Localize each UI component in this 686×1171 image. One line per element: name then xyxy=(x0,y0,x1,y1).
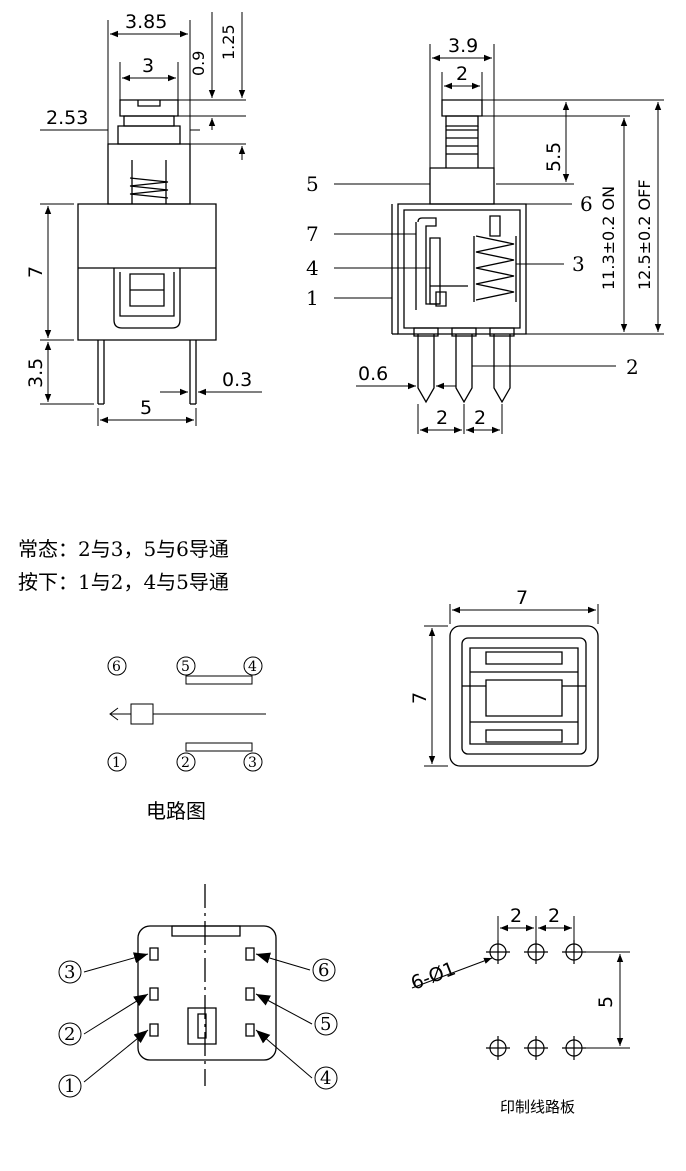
dim-11-3-on: 11.3±0.2 ON xyxy=(599,186,618,290)
front-view-labels: 3.85 3 0.9 1.25 2.53 7 3.5 5 0.3 xyxy=(25,11,252,419)
dim-2-button: 2 xyxy=(456,63,468,85)
dim-12-5-off: 12.5±0.2 OFF xyxy=(635,179,654,290)
pcb-footprint xyxy=(486,940,586,1060)
circuit-labels: 6 5 4 1 2 3 电路图 xyxy=(112,659,257,823)
dim-2-pitch-b: 2 xyxy=(474,407,486,429)
circuit-pin-6: 6 xyxy=(112,659,121,675)
dim-3-5: 3.5 xyxy=(25,358,47,388)
dim-3-85: 3.85 xyxy=(125,11,167,33)
bottom-pin-5: 5 xyxy=(320,1014,331,1035)
dim-0-9: 0.9 xyxy=(189,51,208,76)
dim-0-6: 0.6 xyxy=(358,363,388,385)
dim-0-3: 0.3 xyxy=(222,369,252,391)
bottom-pin-6: 6 xyxy=(318,960,329,981)
bottom-view-leaders xyxy=(59,952,337,1097)
side-view xyxy=(392,100,526,402)
callout-7: 7 xyxy=(306,222,319,246)
callout-1: 1 xyxy=(306,286,319,310)
callout-2: 2 xyxy=(626,355,639,379)
callout-3: 3 xyxy=(572,252,585,276)
note-normal-state: 常态：2与3，5与6导通 xyxy=(18,537,229,561)
circuit-pin-2: 2 xyxy=(181,755,190,771)
top-view-height: 7 xyxy=(409,692,431,704)
side-view-dimensions xyxy=(334,44,664,434)
bottom-pin-2: 2 xyxy=(64,1024,75,1045)
pcb-caption: 印制线路板 xyxy=(500,1098,575,1116)
dim-5: 5 xyxy=(140,397,152,419)
callout-4: 4 xyxy=(306,256,319,280)
side-view-labels: 3.9 2 5.5 11.3±0.2 ON 12.5±0.2 OFF 0.6 2… xyxy=(306,35,654,429)
top-view-width: 7 xyxy=(516,587,528,609)
bottom-view xyxy=(138,884,276,1086)
bottom-view-labels: 3 2 1 6 5 4 xyxy=(64,960,331,1097)
bottom-pin-4: 4 xyxy=(320,1068,331,1089)
callout-6: 6 xyxy=(580,192,593,216)
circuit-pin-1: 1 xyxy=(112,755,121,771)
pcb-hole-spec: 6-Ø1 xyxy=(408,958,459,995)
pcb-dimensions xyxy=(412,916,630,1048)
circuit-diagram xyxy=(108,657,266,771)
dim-3: 3 xyxy=(142,55,154,77)
pcb-pitch-b: 2 xyxy=(548,905,560,927)
circuit-pin-3: 3 xyxy=(248,755,257,771)
bottom-pin-1: 1 xyxy=(64,1076,75,1097)
front-view-dimensions xyxy=(40,12,262,426)
circuit-pin-4: 4 xyxy=(248,659,257,675)
dim-3-9: 3.9 xyxy=(448,35,478,57)
pcb-row-spacing: 5 xyxy=(595,996,617,1008)
top-view xyxy=(450,626,598,766)
note-pressed-state: 按下：1与2，4与5导通 xyxy=(18,570,229,594)
bottom-pin-3: 3 xyxy=(64,962,75,983)
top-view-dimensions xyxy=(424,604,598,766)
dim-2-pitch-a: 2 xyxy=(436,407,448,429)
dim-7-height: 7 xyxy=(25,266,47,278)
callout-5: 5 xyxy=(306,172,319,196)
front-view xyxy=(78,100,216,404)
dim-1-25: 1.25 xyxy=(219,24,238,60)
pcb-pitch-a: 2 xyxy=(510,905,522,927)
circuit-caption: 电路图 xyxy=(146,799,206,823)
dim-2-53: 2.53 xyxy=(46,107,88,129)
circuit-pin-5: 5 xyxy=(181,659,190,675)
dim-5-5: 5.5 xyxy=(543,142,565,172)
